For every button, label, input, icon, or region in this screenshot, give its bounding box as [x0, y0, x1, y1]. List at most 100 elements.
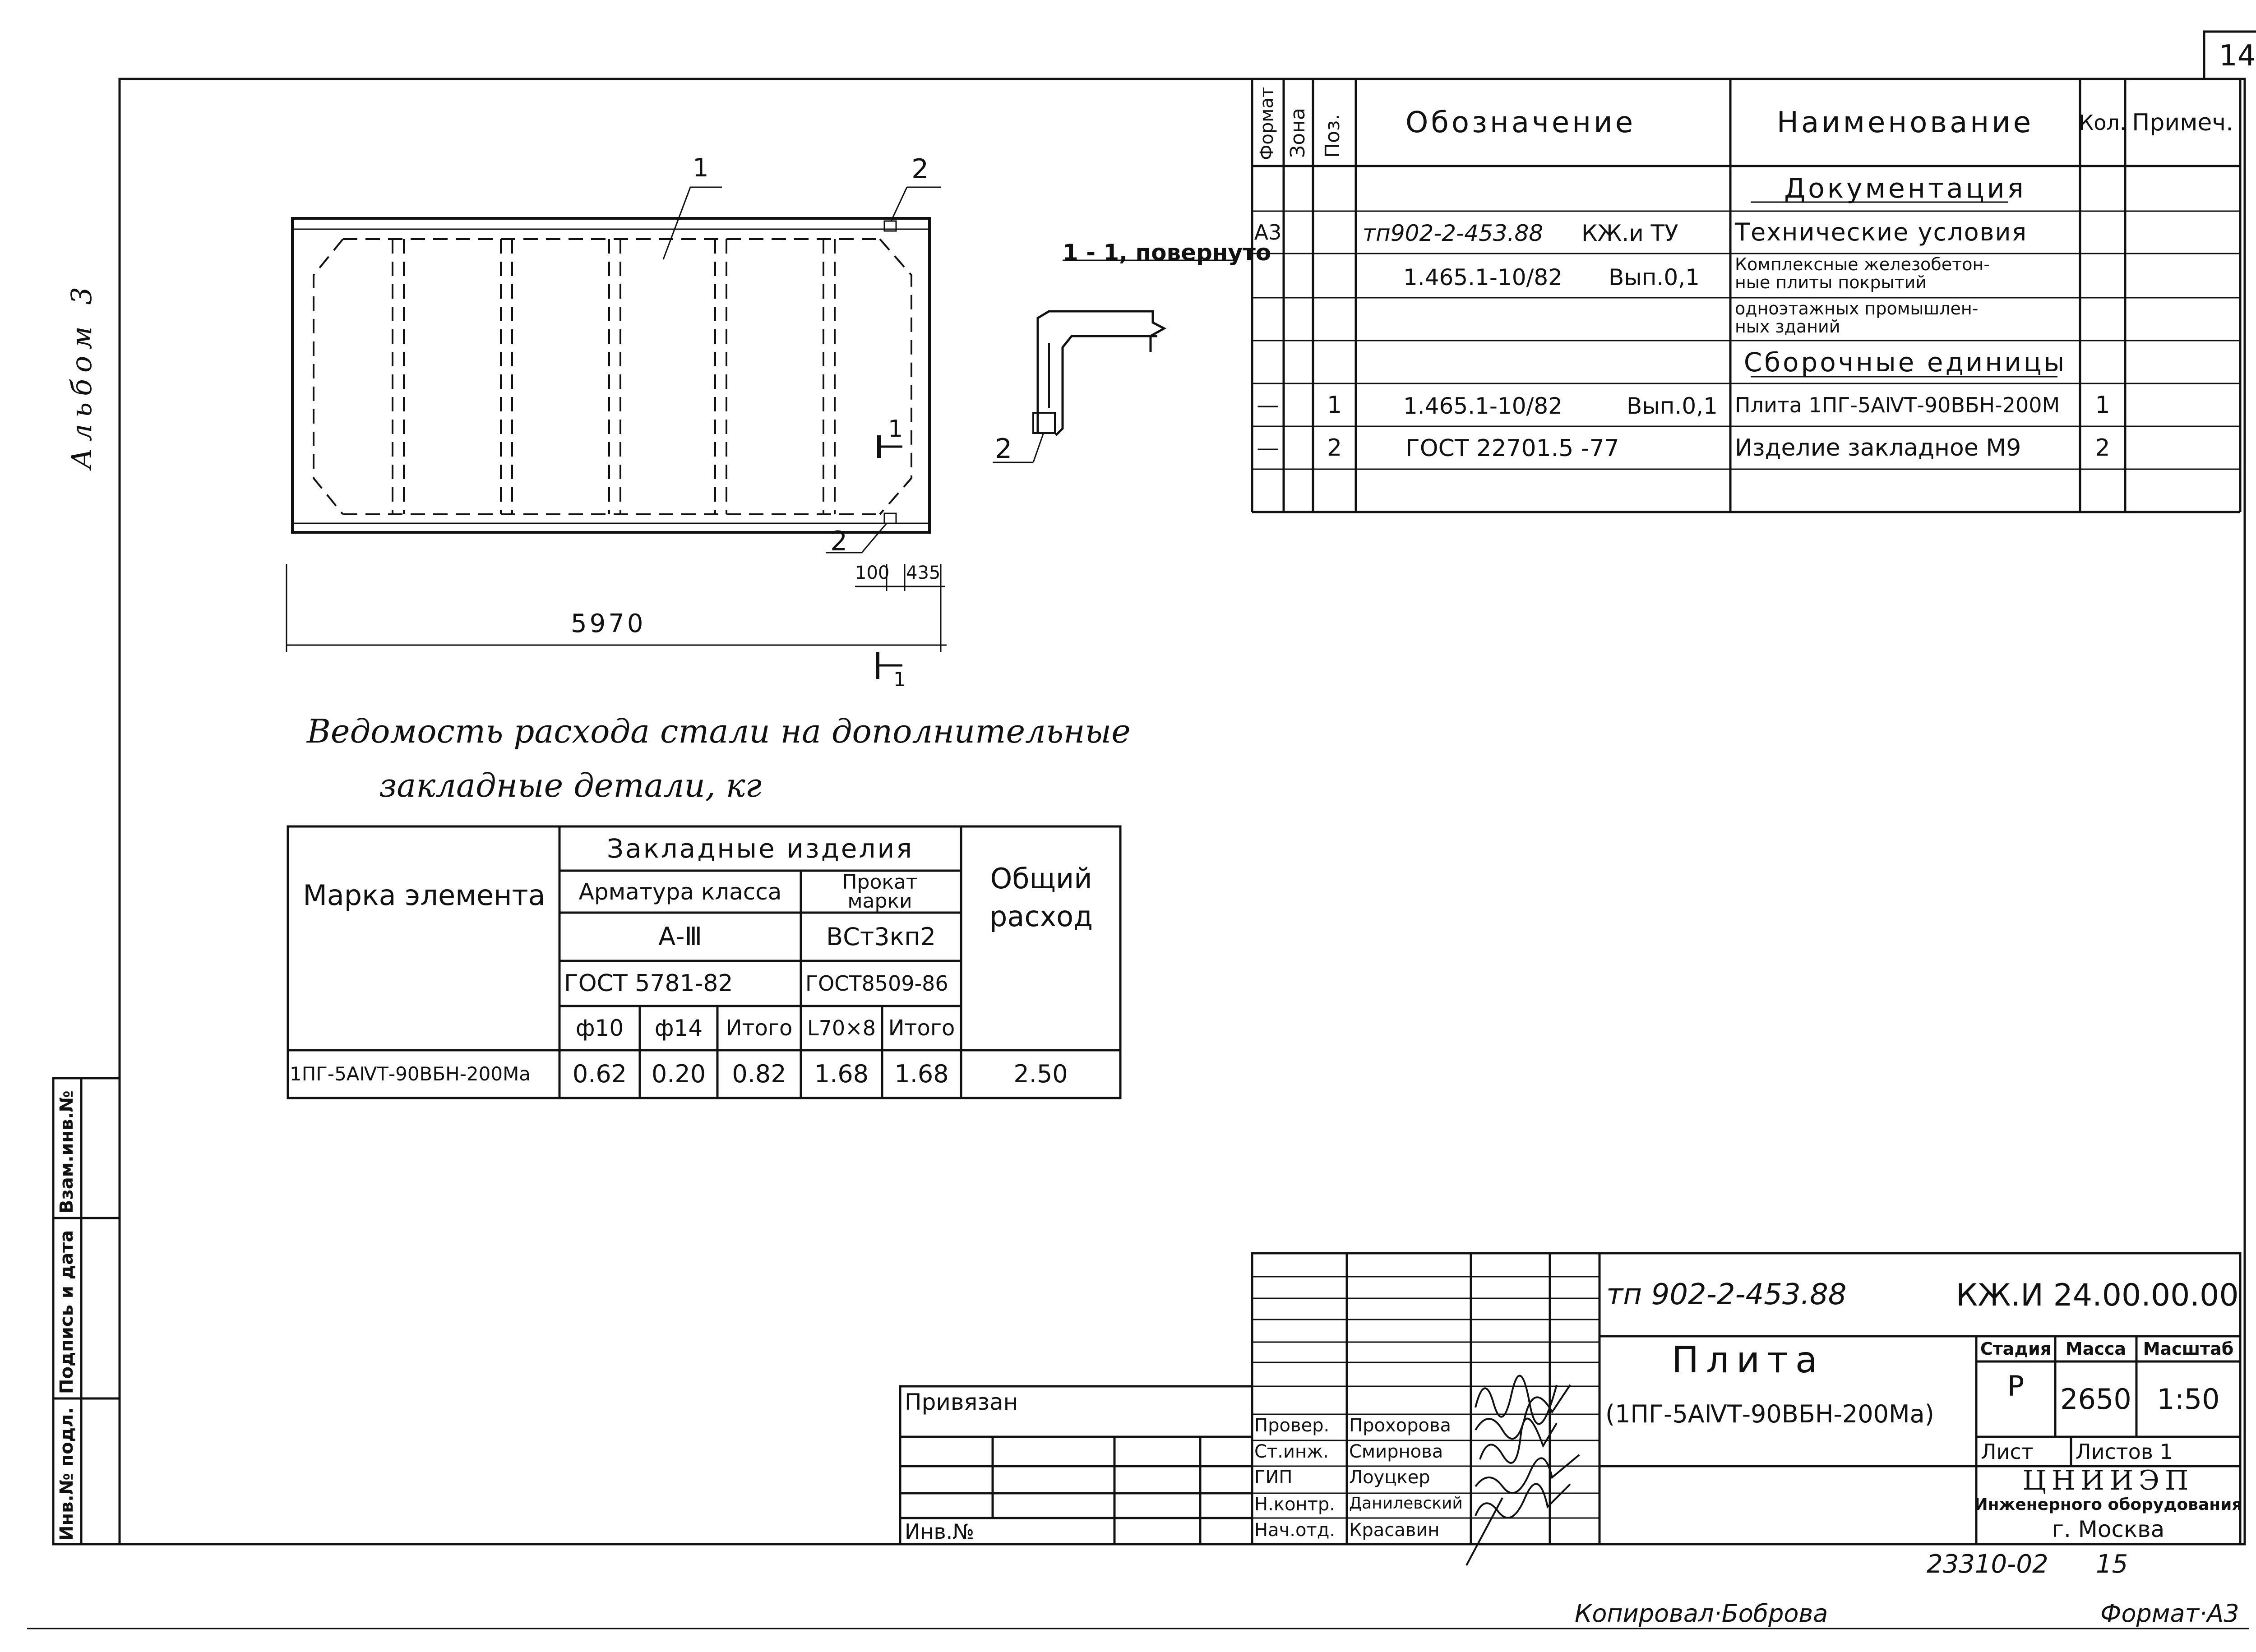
scale-value: 1:50 [2157, 1382, 2220, 1416]
steel-h-rebar: Арматура класса [578, 878, 782, 905]
section-callout: 2 [995, 433, 1012, 465]
steel-col-d10: ф10 [575, 1015, 624, 1041]
spec-row-designation-2: Вып.0,1 [1609, 264, 1700, 291]
steel-row-element: 1ПГ-5АⅣТ-90ВБН-200Ма [290, 1063, 531, 1085]
project-code: тп 902-2-453.88 [1606, 1278, 1847, 1311]
spec-header-name: Наименование [1776, 106, 2034, 139]
spec-row-designation: ГОСТ 22701.5 -77 [1405, 435, 1619, 462]
spec-row-name: Комплексные железобетон- ные плиты покры… [1735, 254, 1990, 292]
side-stamp-sign-date: Подпись и дата [56, 1230, 77, 1394]
page-number-box [2203, 30, 2256, 79]
spec-row-qty: 2 [2095, 434, 2110, 461]
dimension-total: 5970 [571, 609, 646, 638]
steel-row-angle: 1.68 [814, 1060, 869, 1088]
signature-name: Данилевский [1349, 1494, 1463, 1513]
steel-title-line1: Ведомость расхода стали на дополнительны… [307, 712, 1131, 750]
steel-row-d10: 0.62 [572, 1060, 627, 1088]
spec-row-designation-2: Вып.0,1 [1627, 393, 1718, 419]
callout-slab: 1 [693, 153, 709, 183]
signature-name: Смирнова [1349, 1441, 1443, 1462]
steel-row-sum2: 1.68 [894, 1060, 949, 1088]
org-line2: Инженерного оборудования [1974, 1495, 2242, 1514]
sheet-label: Лист [1981, 1439, 2034, 1464]
section-title: 1 - 1, повернуто [1063, 240, 1271, 266]
steel-rebar-class: А-Ⅲ [658, 922, 703, 951]
steel-row-total: 2.50 [1013, 1060, 1068, 1088]
spec-row-designation: 1.465.1-10/82 [1403, 393, 1563, 419]
spec-row-designation-2: КЖ.и ТУ [1581, 220, 1678, 246]
spec-header-zone: Зона [1286, 108, 1309, 158]
signature-role: Нач.отд. [1254, 1520, 1336, 1541]
spec-row-name: Технические условия [1735, 218, 2028, 246]
section-mark-label-bottom: 1 [893, 668, 906, 691]
org-city: г. Москва [2052, 1516, 2165, 1542]
steel-col-d14: ф14 [654, 1015, 703, 1041]
signature-name: Красавин [1349, 1520, 1440, 1541]
callout-embedded-top: 2 [911, 153, 929, 185]
drawing-title: Плита [1672, 1339, 1825, 1381]
drawing-subtitle: (1ПГ-5АⅣТ-90ВБН-200Ма) [1605, 1400, 1934, 1428]
steel-rolled-gost: ГОСТ8509-86 [805, 971, 948, 996]
signature-role: Ст.инж. [1254, 1441, 1329, 1462]
page-number: 14 [2219, 39, 2256, 73]
org-name: ЦНИИЭП [2022, 1465, 2194, 1496]
album-label: Альбом 3 [65, 281, 98, 469]
spec-row-pos: 1 [1327, 391, 1342, 419]
spec-row-format: — [1257, 392, 1279, 418]
spec-header-note: Примеч. [2132, 109, 2233, 136]
spec-header-format: Формат [1257, 87, 1277, 160]
doc-code: КЖ.И 24.00.00.00 [1956, 1278, 2239, 1313]
steel-col-sum1: Итого [726, 1015, 793, 1041]
steel-table-grid [287, 825, 1122, 1099]
bound-label: Привязан [905, 1389, 1018, 1415]
spec-row-name: одноэтажных промышлен- ных зданий [1735, 299, 1979, 337]
mass-label: Масса [2065, 1339, 2127, 1359]
inv-label: Инв.№ [905, 1519, 975, 1544]
spec-header-qty: Кол. [2079, 110, 2127, 135]
spec-row-format: — [1257, 434, 1279, 461]
spec-row-qty: 1 [2095, 391, 2110, 419]
steel-rolled-grade: ВСт3кп2 [826, 922, 936, 951]
spec-row-name: Сборочные единицы [1743, 346, 2067, 378]
steel-col-sum2: Итого [888, 1015, 955, 1041]
spec-row-designation: 1.465.1-10/82 [1403, 264, 1563, 291]
spec-row-name: Изделие закладное М9 [1735, 434, 2021, 461]
spec-table-grid [1251, 79, 2242, 513]
side-stamp-frame [52, 1077, 121, 1546]
side-stamp-inv-orig: Инв.№ подл. [56, 1407, 77, 1541]
side-stamp-replace-inv: Взам.инв.№ [56, 1090, 77, 1214]
spec-header-pos: Поз. [1321, 114, 1344, 158]
stage-label: Стадия [1980, 1339, 2052, 1359]
spec-row-format: А3 [1254, 220, 1282, 245]
steel-h-embedded: Закладные изделия [606, 833, 914, 864]
dimension-435: 435 [906, 563, 941, 583]
signature-name: Прохорова [1349, 1415, 1452, 1436]
spec-header-designation: Обозначение [1405, 106, 1636, 139]
plan-view-lines [286, 186, 947, 679]
archive-number: 23310-02 [1927, 1550, 2048, 1579]
dimension-100: 100 [855, 563, 890, 583]
steel-title-line2: закладные детали, кг [379, 766, 762, 804]
handwritten-signatures [1465, 1375, 1580, 1566]
archive-page: 15 [2096, 1550, 2128, 1579]
signature-name: Лоуцкер [1349, 1467, 1430, 1488]
steel-h-rolled: Прокат марки [842, 870, 918, 913]
steel-col-angle: L70×8 [807, 1016, 876, 1040]
sheet-format: Формат·А3 [2100, 1599, 2239, 1628]
scale-label: Масштаб [2143, 1339, 2234, 1359]
mass-value: 2650 [2060, 1382, 2131, 1416]
signature-role: Н.контр. [1254, 1494, 1335, 1515]
steel-h-total: Общий расход [989, 862, 1093, 933]
spec-row-name: Плита 1ПГ-5АⅣТ-90ВБН-200М [1735, 392, 2060, 417]
spec-row-designation: тп902-2-453.88 [1363, 220, 1544, 246]
callout-embedded-bottom: 2 [830, 526, 848, 557]
steel-row-sum1: 0.82 [732, 1060, 786, 1088]
steel-rebar-gost: ГОСТ 5781-82 [564, 970, 733, 997]
steel-row-d14: 0.20 [651, 1060, 706, 1088]
title-block-grid [899, 1252, 2242, 1546]
stage-value: Р [2007, 1370, 2025, 1403]
signature-role: Провер. [1254, 1415, 1330, 1436]
sheets-label: Листов 1 [2076, 1439, 2173, 1464]
